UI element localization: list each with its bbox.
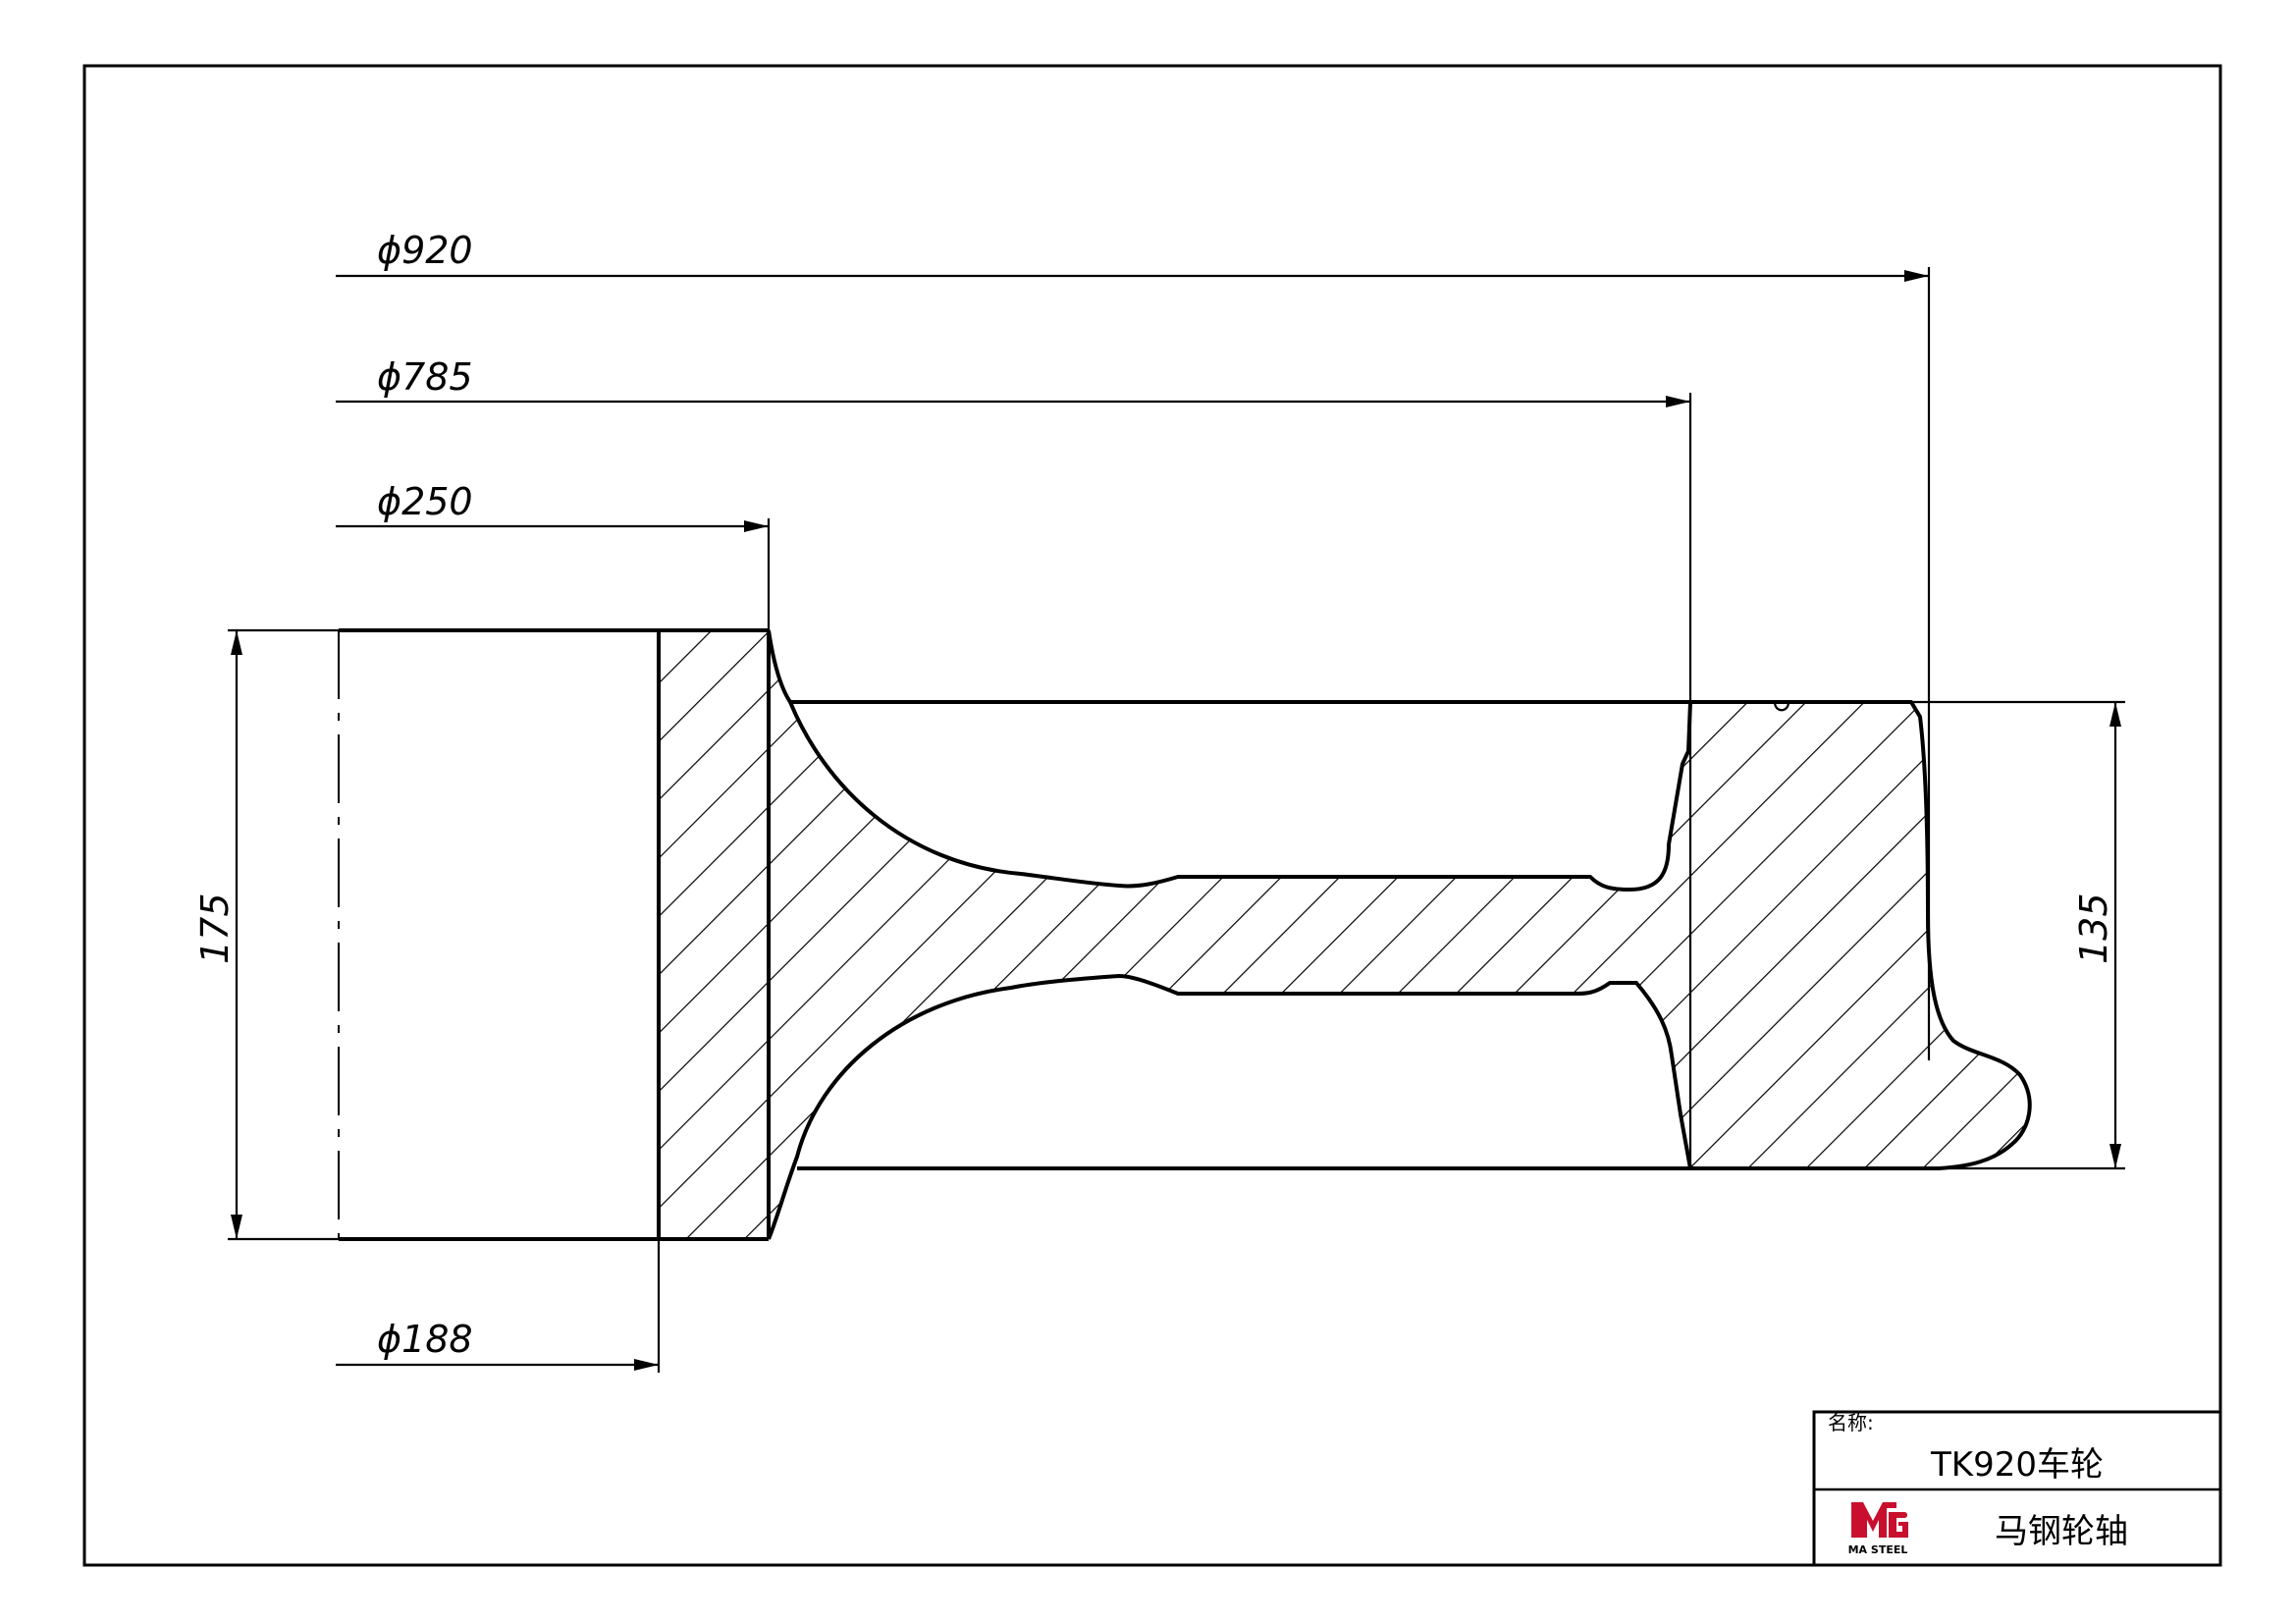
wheel-cross-section [338,628,2032,1241]
dim-175-arrow-top [231,630,242,655]
dim-135-label: 135 [2072,893,2115,964]
title-block: 名称: TK920车轮 MA STEEL 马钢轮轴 [1812,1410,2222,1567]
part-name: TK920车轮 [1930,1445,2104,1485]
dim-250-label: ϕ250 [377,480,473,523]
logo-mark [1851,1502,1908,1538]
hub-section-hatch [659,630,769,1239]
dim-188-arrow [634,1359,659,1371]
web-section-hatch [769,630,2030,1239]
dim-175-arrow-bottom [231,1215,242,1239]
dim-785-label: ϕ785 [377,355,473,399]
dim-920-arrow [1904,270,1929,282]
logo-text: MA STEEL [1848,1543,1908,1556]
drawing-frame [82,64,2222,1567]
web-rim-outline [767,629,2032,1240]
dim-785-arrow [1666,396,1690,407]
ma-steel-logo: MA STEEL [1848,1502,1908,1556]
dim-250-arrow [744,520,769,532]
dim-920-label: ϕ920 [377,229,473,272]
dim-188-label: ϕ188 [377,1318,473,1361]
company-name: 马钢轮轴 [1995,1512,2128,1551]
dim-175-label: 175 [193,893,237,964]
dimension-lines: ϕ920 ϕ785 ϕ250 ϕ188 175 135 [193,229,2125,1373]
rim-notch [1773,701,1790,712]
dim-135-arrow-bottom [2109,1144,2121,1168]
dim-135-arrow-top [2109,702,2121,727]
name-label: 名称: [1828,1411,1874,1434]
